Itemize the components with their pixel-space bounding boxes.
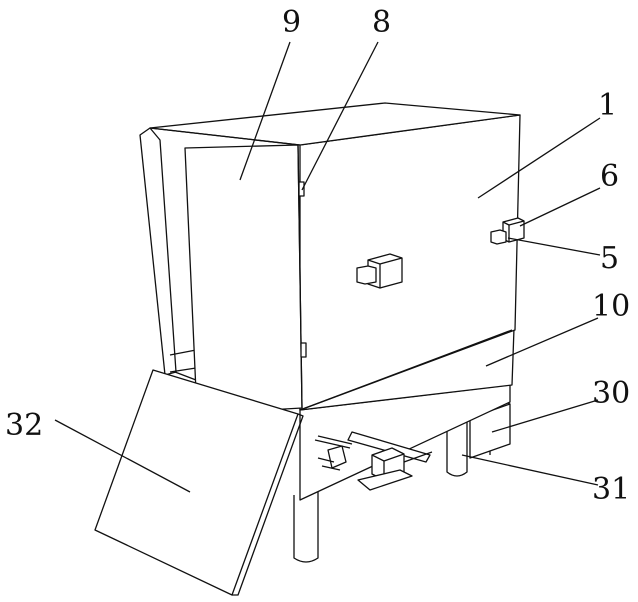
label-32: 32 bbox=[5, 408, 43, 443]
side-door-frame bbox=[140, 128, 176, 375]
hinge-8 bbox=[299, 182, 304, 196]
label-9: 9 bbox=[282, 5, 301, 40]
label-10: 10 bbox=[592, 289, 630, 324]
label-5: 5 bbox=[600, 241, 619, 276]
door-9 bbox=[185, 145, 302, 414]
label-8: 8 bbox=[372, 5, 391, 40]
label-6: 6 bbox=[600, 159, 619, 194]
hinge-lower bbox=[301, 343, 306, 357]
label-31: 31 bbox=[592, 472, 630, 507]
label-1: 1 bbox=[598, 88, 617, 123]
label-30: 30 bbox=[592, 376, 630, 411]
